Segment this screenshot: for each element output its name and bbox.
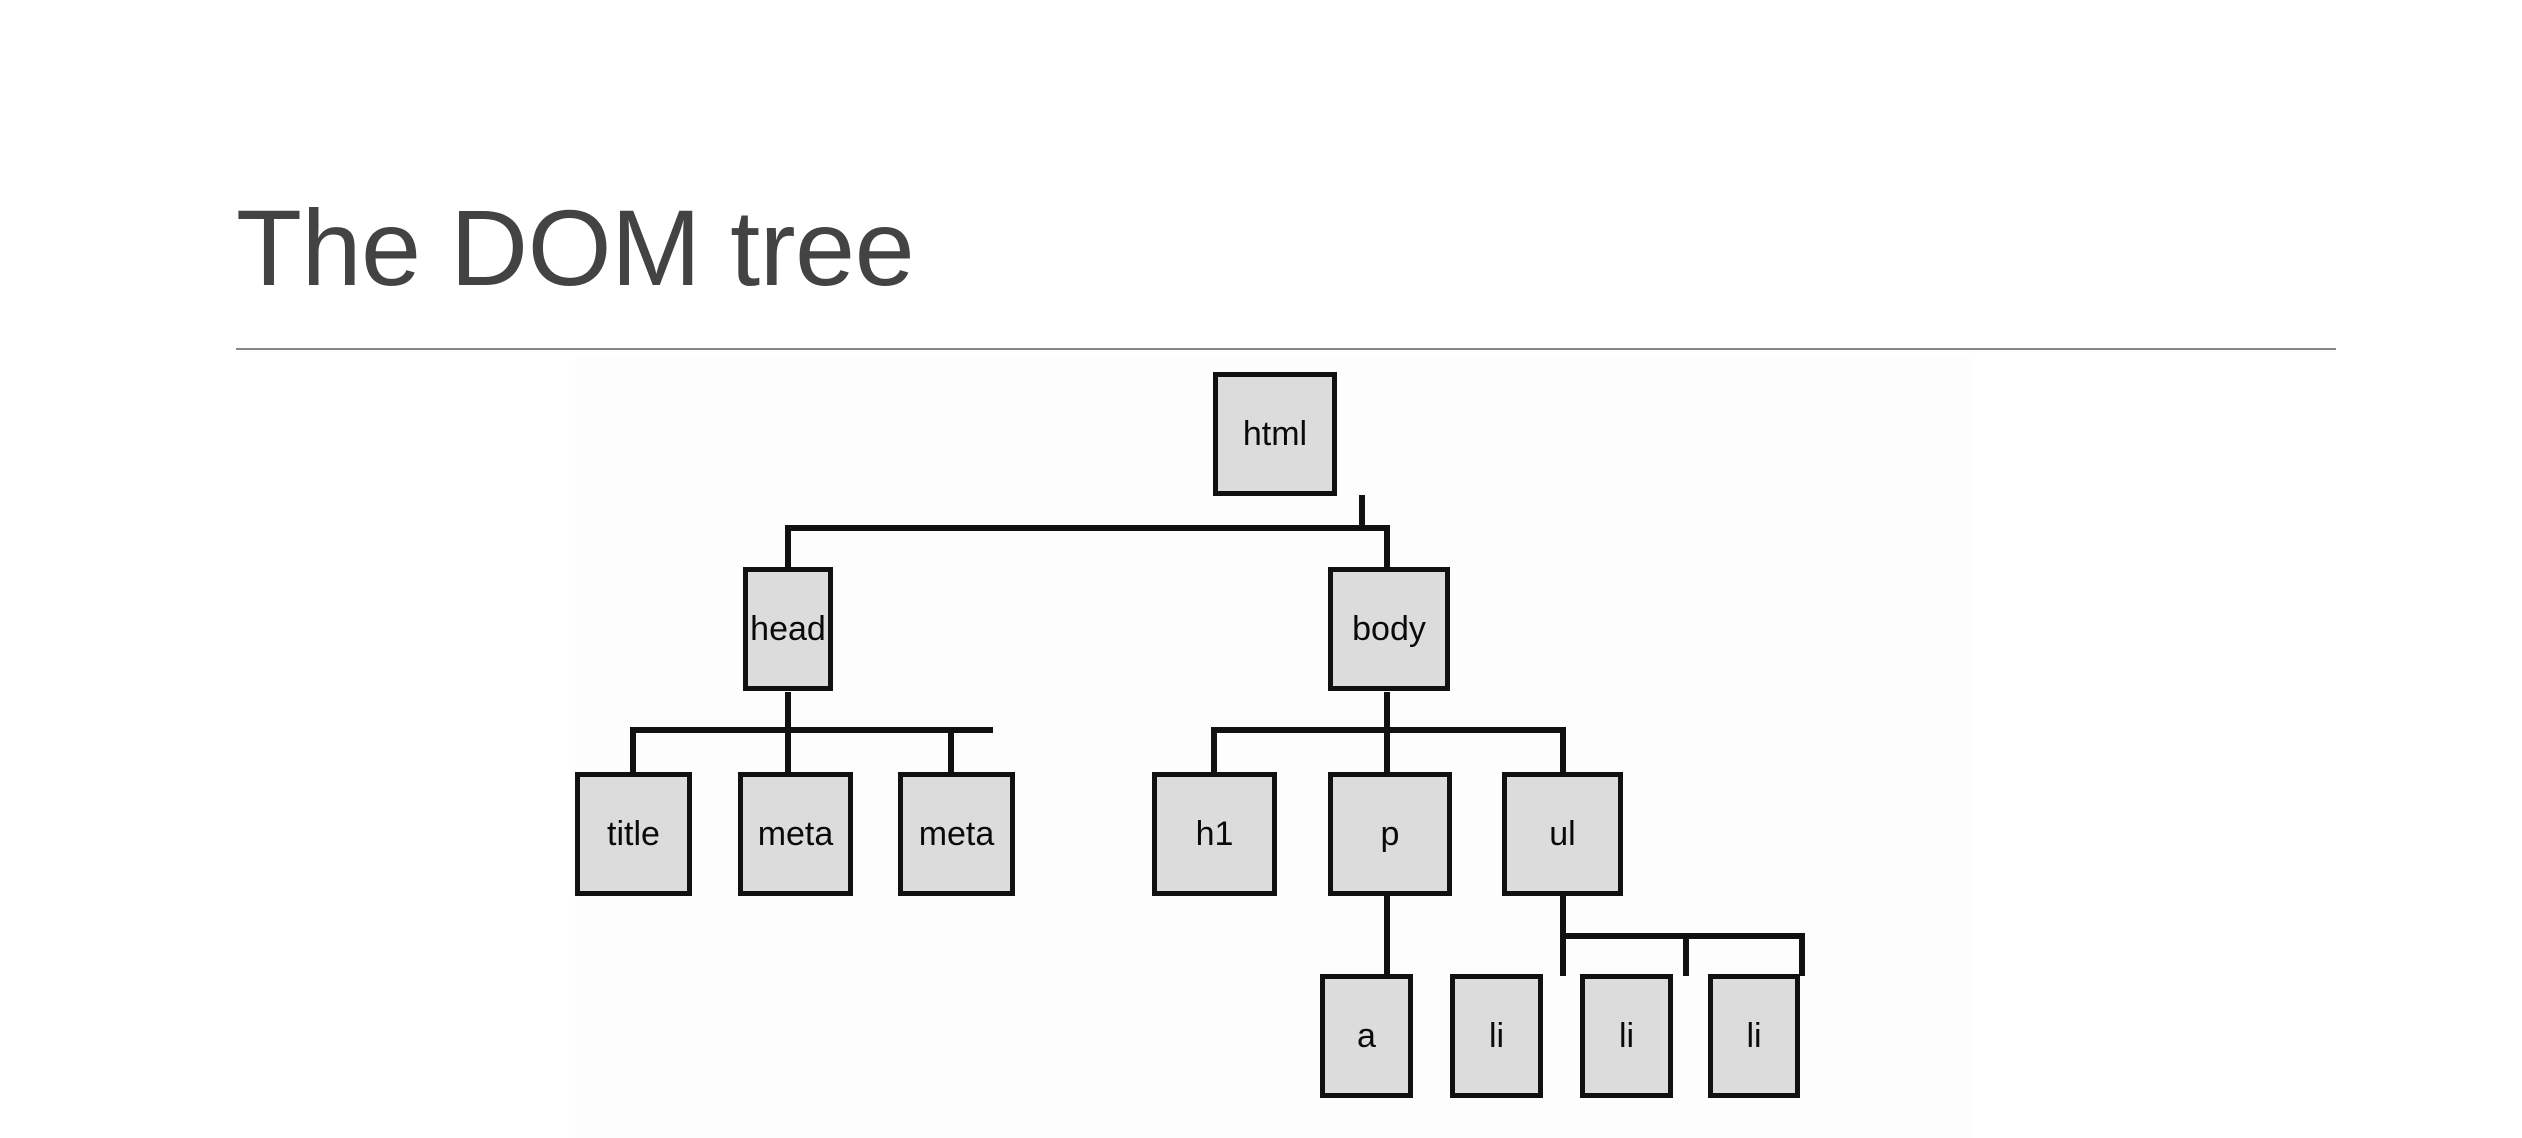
- edge-html-bar: [785, 525, 1390, 531]
- edge-li2-drop: [1683, 933, 1689, 976]
- edge-body-stem: [1384, 692, 1390, 730]
- page-title: The DOM tree: [236, 187, 915, 308]
- tree-node-li-3[interactable]: li: [1708, 974, 1800, 1098]
- tree-node-body[interactable]: body: [1328, 567, 1450, 691]
- dom-tree-diagram: html head body title meta meta h1 p ul a…: [575, 358, 1971, 1138]
- edge-meta1-drop: [785, 727, 791, 772]
- edge-meta2-drop: [948, 727, 954, 772]
- edge-head-stem: [785, 692, 791, 730]
- tree-node-li-2[interactable]: li: [1580, 974, 1673, 1098]
- edge-h1-drop: [1211, 727, 1217, 772]
- tree-node-meta-1[interactable]: meta: [738, 772, 853, 896]
- edge-head-bar: [630, 727, 993, 733]
- edge-p-drop: [1384, 727, 1390, 772]
- edge-head-drop: [785, 525, 791, 568]
- edge-ul-drop: [1560, 727, 1566, 772]
- tree-node-meta-2[interactable]: meta: [898, 772, 1015, 896]
- tree-node-html[interactable]: html: [1213, 372, 1337, 496]
- tree-node-ul[interactable]: ul: [1502, 772, 1623, 896]
- title-divider: [236, 348, 2336, 350]
- tree-node-li-1[interactable]: li: [1450, 974, 1543, 1098]
- edge-body-drop: [1384, 525, 1390, 568]
- edge-p-a: [1384, 896, 1390, 976]
- edge-li3-drop: [1799, 933, 1805, 976]
- edge-ul-bar: [1560, 933, 1805, 939]
- tree-node-a[interactable]: a: [1320, 974, 1413, 1098]
- tree-node-h1[interactable]: h1: [1152, 772, 1277, 896]
- tree-node-title[interactable]: title: [575, 772, 692, 896]
- tree-node-head[interactable]: head: [743, 567, 833, 691]
- edge-title-drop: [630, 727, 636, 772]
- edge-html-stem: [1359, 495, 1365, 528]
- tree-node-p[interactable]: p: [1328, 772, 1452, 896]
